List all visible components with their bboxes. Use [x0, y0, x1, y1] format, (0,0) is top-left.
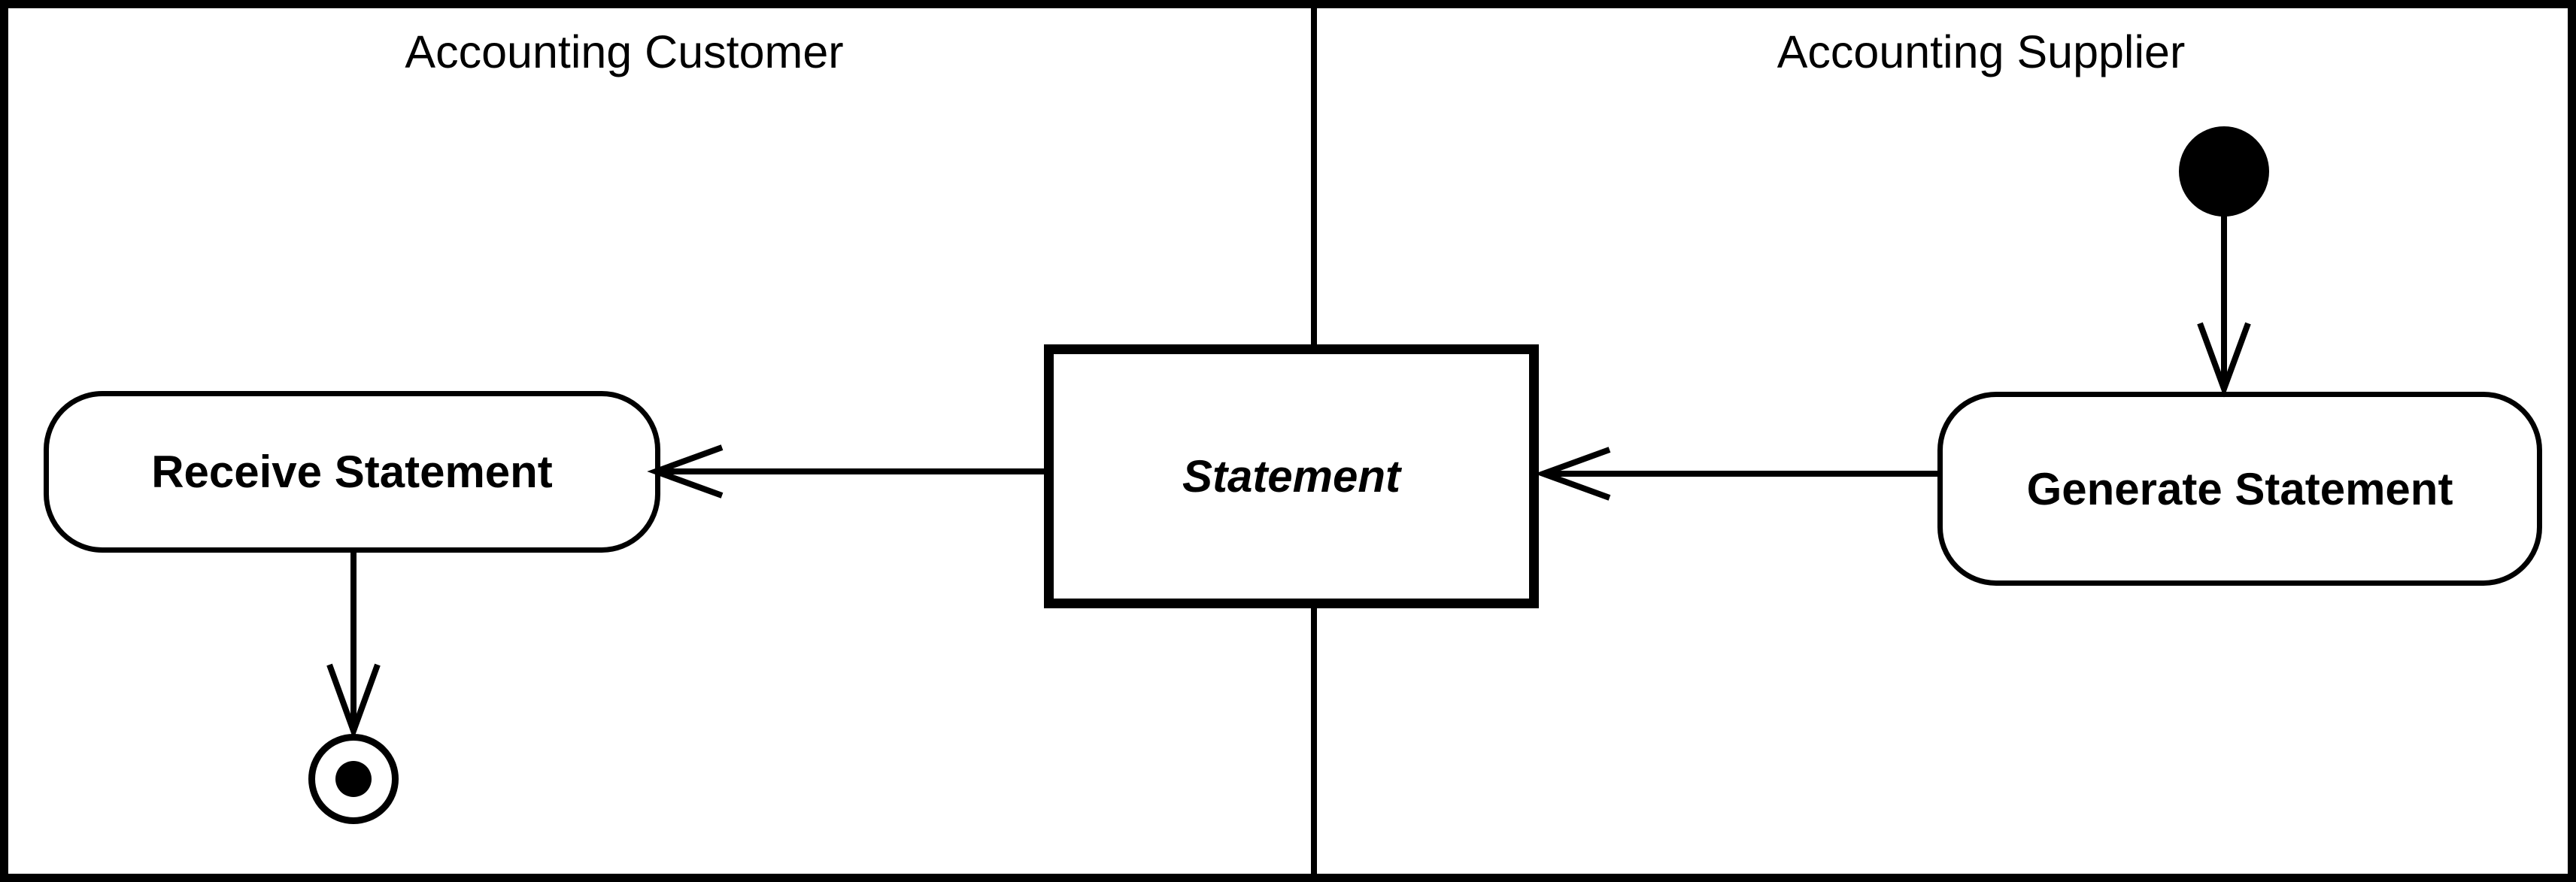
action-node-receive-statement: Receive Statement — [44, 391, 660, 553]
lane-title-accounting-supplier: Accounting Supplier — [1776, 26, 2186, 77]
edge-receive-to-final-arrowhead — [326, 663, 381, 740]
action-node-generate-statement: Generate Statement — [1937, 392, 2542, 586]
generate-statement-label: Generate Statement — [2026, 463, 2453, 514]
final-node — [308, 734, 399, 824]
initial-node — [2179, 126, 2269, 217]
receive-statement-label: Receive Statement — [151, 447, 553, 497]
edge-statement-to-receive-arrowhead — [647, 444, 724, 499]
object-node-statement: Statement — [1044, 344, 1539, 608]
edge-initial-to-generate-arrowhead — [2197, 322, 2251, 398]
edge-generate-to-statement-arrowhead — [1534, 447, 1611, 501]
final-node-inner-dot — [335, 761, 372, 797]
statement-label: Statement — [1182, 451, 1401, 502]
lane-title-accounting-customer: Accounting Customer — [405, 26, 844, 77]
